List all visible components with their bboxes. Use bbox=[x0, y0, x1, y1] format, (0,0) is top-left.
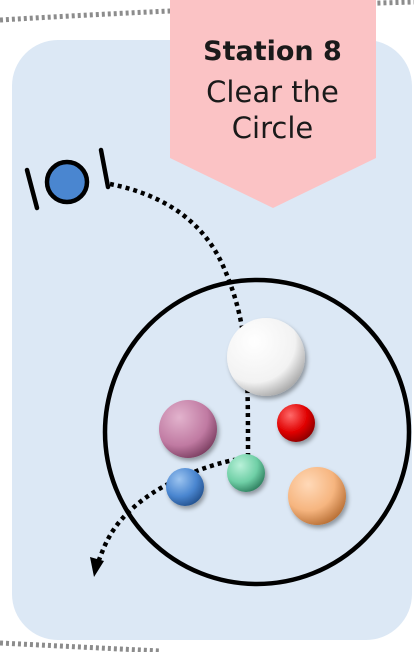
bottom-dashed-frame bbox=[0, 640, 161, 652]
peach-ball bbox=[288, 467, 346, 525]
station-subtitle-line1: Clear the bbox=[206, 75, 339, 109]
target-circle bbox=[102, 277, 412, 587]
shooter-right-line bbox=[98, 147, 111, 190]
top-dashed-frame bbox=[0, 0, 414, 23]
blue-ball bbox=[166, 468, 204, 506]
white-ball bbox=[227, 318, 305, 396]
station-banner bbox=[170, 0, 376, 208]
shot-path-arrowhead bbox=[90, 557, 104, 577]
shooter-ball bbox=[44, 159, 90, 205]
station-subtitle-line2: Circle bbox=[231, 111, 314, 145]
station-subtitle: Clear the Circle bbox=[170, 74, 375, 146]
station-title: Station 8 bbox=[203, 36, 342, 67]
teal-ball bbox=[227, 454, 265, 492]
shooter-left-line bbox=[24, 167, 40, 211]
red-ball bbox=[277, 404, 315, 442]
mauve-ball bbox=[159, 400, 217, 458]
balls-in-circle bbox=[159, 318, 346, 525]
